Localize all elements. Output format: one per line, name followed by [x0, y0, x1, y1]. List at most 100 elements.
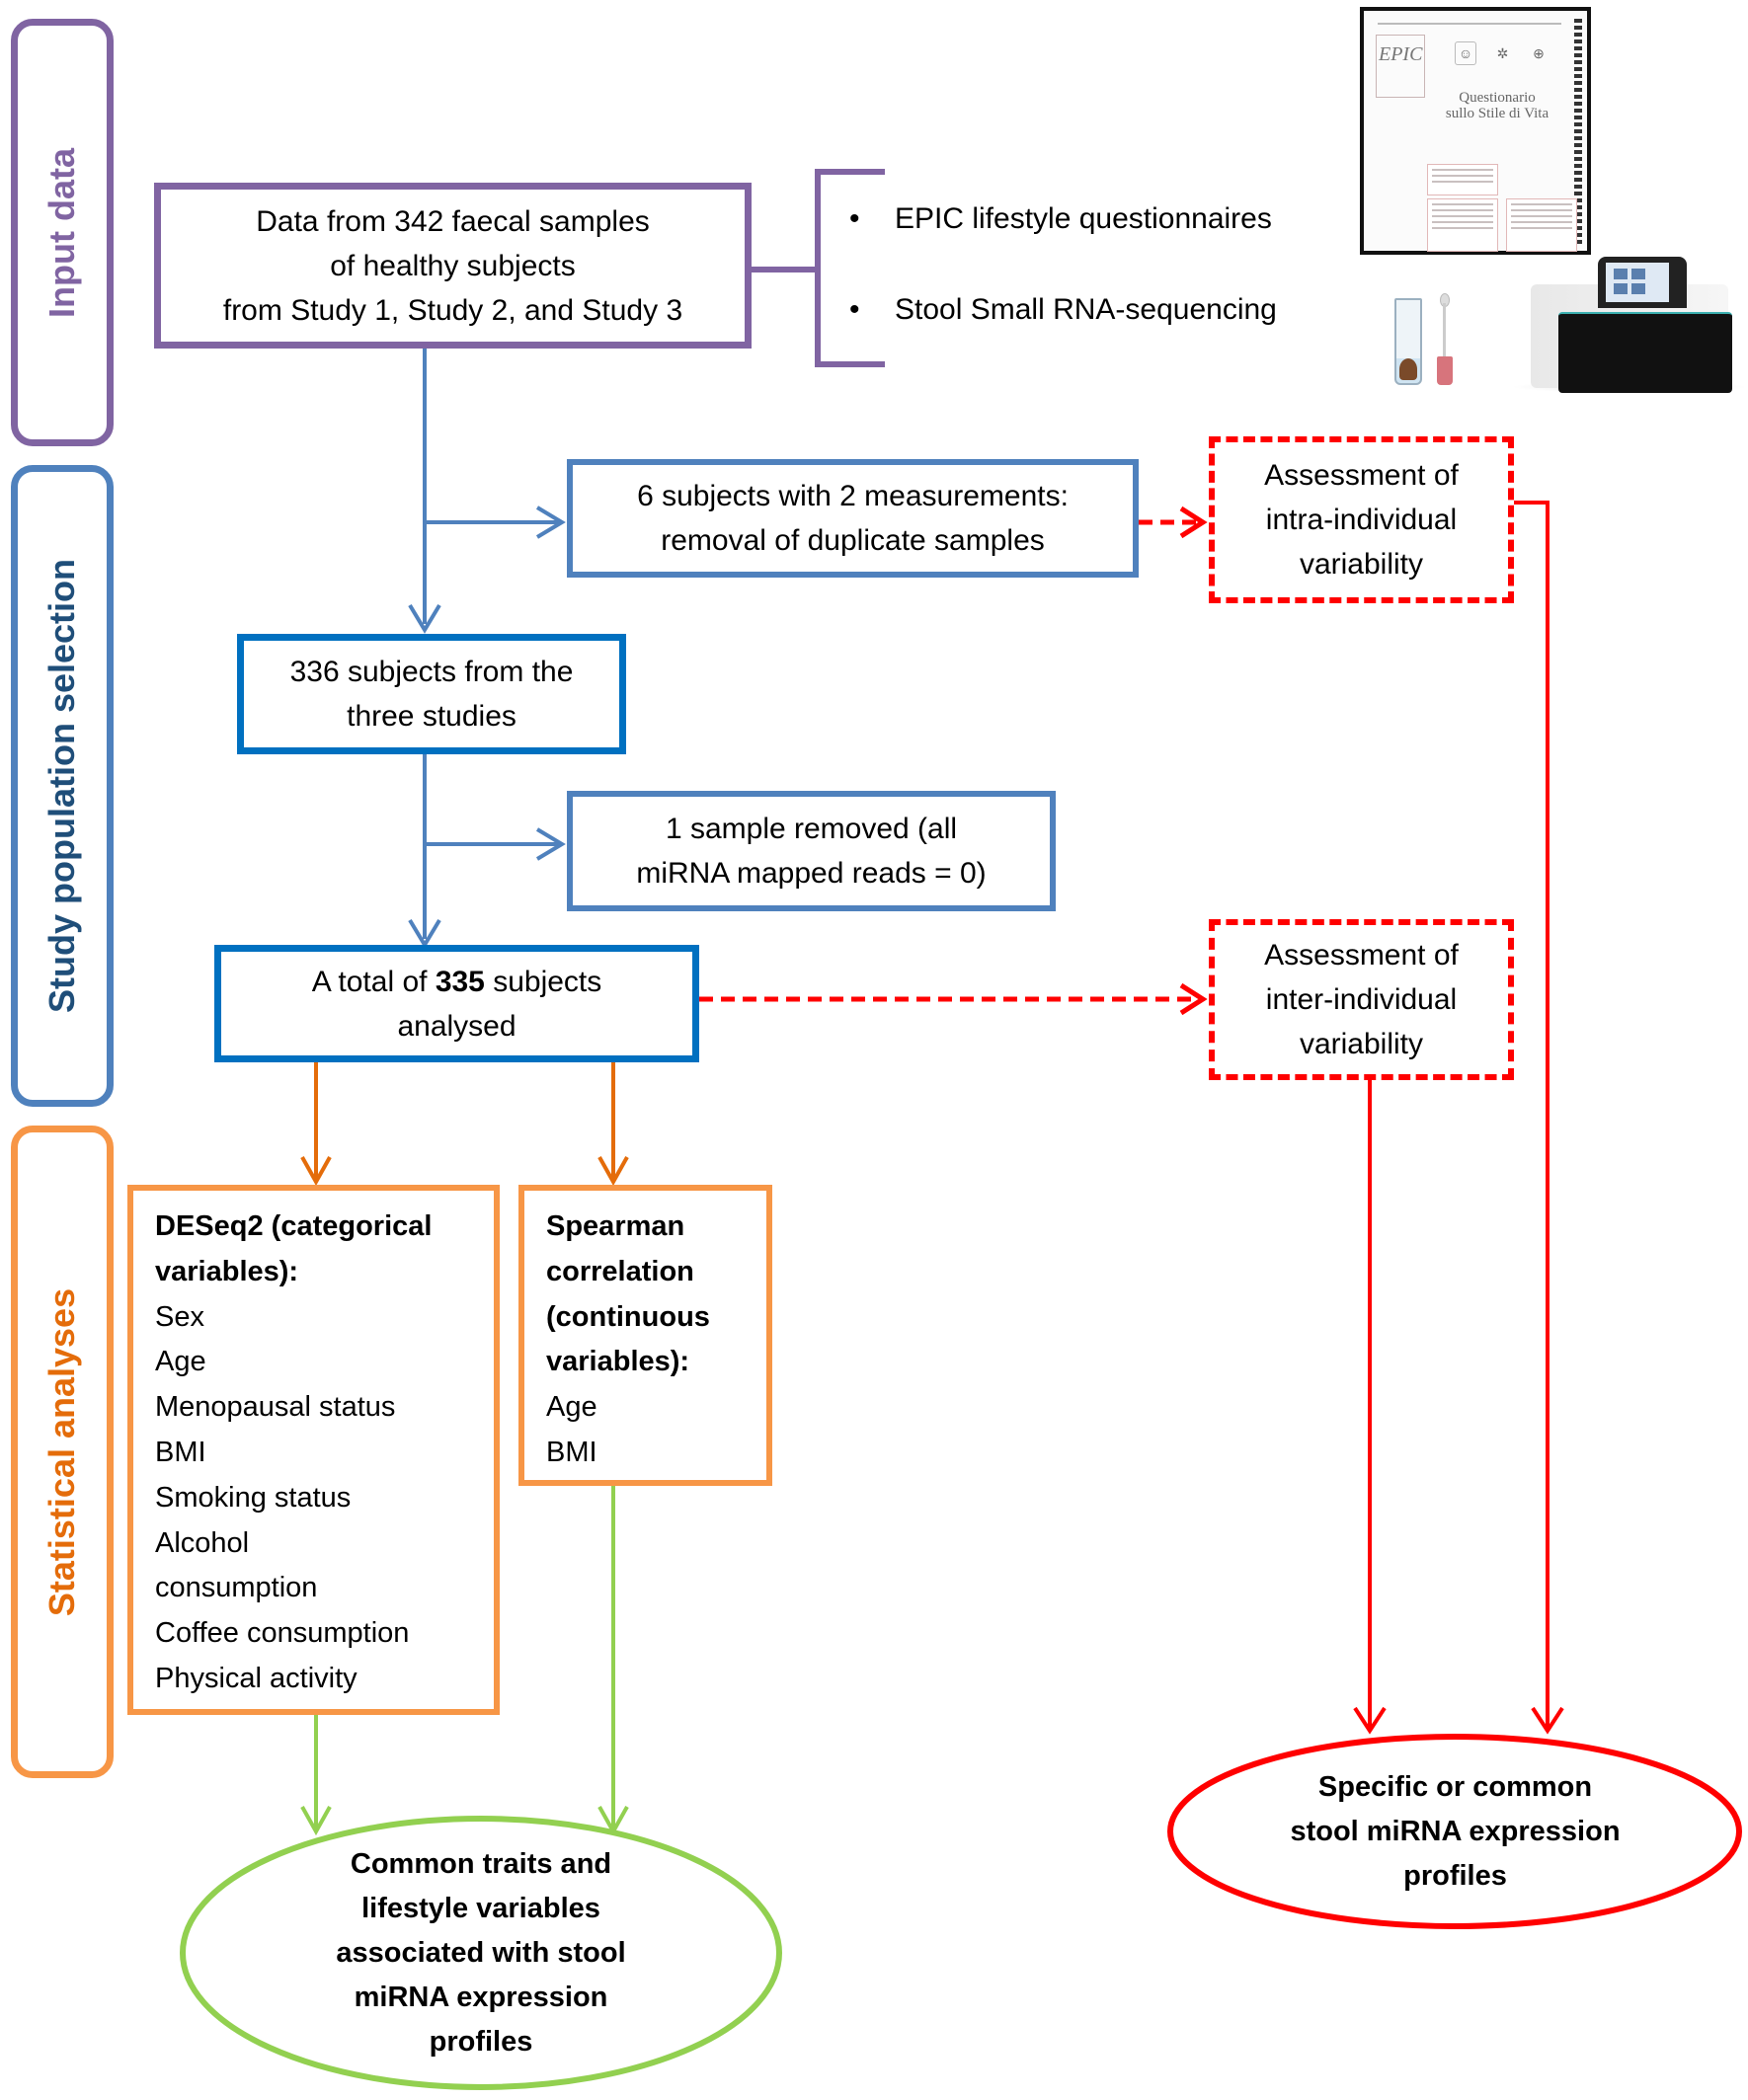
variable-item: Sex: [155, 1300, 204, 1333]
spearman-heading: variables):: [546, 1346, 690, 1378]
collection-spoon-icon: [1437, 293, 1453, 385]
data-source-item: • Stool Small RNA-sequencing: [849, 293, 1277, 327]
sources-bracket: [815, 169, 885, 367]
questionnaire-title-line: sullo Stile di Vita: [1445, 106, 1549, 121]
total-prefix: A total of: [311, 965, 436, 998]
stage-label-input: Input data: [41, 147, 82, 318]
stool-sample-icon: [1399, 358, 1417, 380]
variable-item: consumption: [155, 1572, 318, 1604]
box-line: 336 subjects from the: [289, 656, 574, 688]
stage-label-selection: Study population selection: [41, 558, 82, 1014]
variable-item: Age: [546, 1391, 597, 1424]
deseq2-heading: variables):: [155, 1255, 299, 1287]
variable-item: Menopausal status: [155, 1391, 396, 1424]
box-line: Assessment of: [1264, 459, 1459, 492]
deseq2-box: DESeq2 (categorical variables): Sex Age …: [127, 1185, 500, 1715]
sample-removed-box: 1 sample removed (all miRNA mapped reads…: [567, 791, 1056, 911]
inter-individual-variability-box: Assessment of inter-individual variabili…: [1209, 919, 1514, 1080]
variable-item: Alcohol: [155, 1526, 250, 1559]
green-outcome-text: Common traits and lifestyle variables as…: [181, 1816, 781, 2090]
box-line: A total of 335 subjects: [312, 960, 602, 1004]
duplicates-removal-box: 6 subjects with 2 measurements: removal …: [567, 459, 1139, 578]
input-data-line: from Study 1, Study 2, and Study 3: [222, 293, 683, 327]
box-line: miRNA mapped reads = 0): [636, 857, 987, 890]
arrowhead-intra: [1179, 506, 1208, 539]
address-block: [1506, 198, 1577, 252]
green-outcome-ellipse: [180, 1816, 782, 2090]
variable-item: Coffee consumption: [155, 1617, 410, 1650]
outcome-line: stool miRNA expression: [1290, 1816, 1621, 1847]
arrowhead-removed: [535, 827, 566, 861]
arrowhead-deseq: [300, 1156, 332, 1187]
stage-study-population-selection: Study population selection: [11, 465, 114, 1107]
deseq2-heading: DESeq2 (categorical: [155, 1210, 433, 1242]
partner-logos: ☺ ✲ ⊕: [1455, 35, 1549, 72]
eu-stars-logo-icon: ✲: [1496, 45, 1509, 61]
epic-logo-icon: EPIC: [1376, 35, 1425, 98]
variable-item: BMI: [155, 1436, 206, 1468]
spiral-binding-icon: [1574, 19, 1582, 247]
red-outcome-text: Specific or common stool miRNA expressio…: [1168, 1735, 1742, 1929]
arrowhead-inter-outcome: [1353, 1706, 1387, 1735]
total-suffix: subjects: [484, 965, 602, 998]
stage-input-data: Input data: [11, 19, 114, 446]
variable-item: BMI: [546, 1436, 597, 1468]
arrowhead-green-deseq: [300, 1806, 332, 1836]
box-line: 1 sample removed (all: [665, 813, 958, 845]
subjects-336-box: 336 subjects from the three studies: [237, 634, 626, 754]
outcome-line: Specific or common: [1317, 1771, 1593, 1803]
stage-statistical-analyses: Statistical analyses: [11, 1126, 114, 1778]
intra-individual-variability-box: Assessment of intra-individual variabili…: [1209, 436, 1514, 603]
arrowhead-spearman: [597, 1156, 629, 1187]
input-data-line: of healthy subjects: [330, 249, 576, 282]
epic-logo-text: EPIC: [1379, 43, 1423, 65]
total-count: 335: [435, 965, 485, 998]
intra-to-outcome-line: [1514, 501, 1549, 1728]
outcome-line: profiles: [429, 2025, 533, 2058]
spearman-heading: Spearman: [546, 1210, 685, 1242]
box-line: variability: [1299, 548, 1424, 581]
box-line: three studies: [347, 700, 516, 733]
box-line: 6 subjects with 2 measurements:: [637, 480, 1069, 512]
data-source-label: EPIC lifestyle questionnaires: [895, 202, 1272, 235]
bullet-icon: •: [849, 293, 860, 326]
red-outcome-ellipse: [1167, 1734, 1742, 1929]
iarc-logo-icon: ☺: [1455, 41, 1476, 65]
spearman-heading: correlation: [546, 1255, 694, 1287]
sequencer-icon: [1501, 255, 1748, 395]
subjects-335-box: A total of 335 subjects analysed: [214, 945, 699, 1062]
outcome-line: Common traits and: [350, 1847, 612, 1880]
questionnaire-title: Questionario sullo Stile di Vita: [1423, 90, 1571, 121]
outcome-line: miRNA expression: [354, 1981, 608, 2013]
questionnaire-icon: EPIC ☺ ✲ ⊕ Questionario sullo Stile di V…: [1360, 7, 1591, 255]
data-source-label: Stool Small RNA-sequencing: [895, 293, 1277, 326]
address-block: [1427, 164, 1498, 195]
spearman-box: Spearman correlation (continuous variabl…: [518, 1185, 772, 1486]
spearman-heading: (continuous: [546, 1300, 710, 1333]
data-source-item: • EPIC lifestyle questionnaires: [849, 202, 1272, 236]
input-data-line: Data from 342 faecal samples: [256, 204, 650, 238]
box-line: analysed: [397, 1009, 516, 1043]
arrowhead-inter: [1179, 982, 1208, 1016]
variable-item: Smoking status: [155, 1481, 352, 1514]
outcome-line: profiles: [1403, 1860, 1507, 1892]
stool-tube-icon: [1394, 298, 1422, 385]
variable-item: Age: [155, 1346, 206, 1378]
stage-label-analysis: Statistical analyses: [41, 1287, 82, 1616]
arrowhead-336: [408, 603, 441, 634]
questionnaire-title-line: Questionario: [1459, 90, 1536, 106]
arrowhead-intra-outcome: [1531, 1706, 1564, 1735]
who-logo-icon: ⊕: [1533, 45, 1545, 61]
input-data-box: Data from 342 faecal samples of healthy …: [154, 183, 752, 349]
box-line: intra-individual: [1265, 504, 1458, 536]
box-line: variability: [1299, 1028, 1424, 1060]
box-line: inter-individual: [1265, 983, 1458, 1016]
box-line: removal of duplicate samples: [661, 524, 1045, 557]
bullet-icon: •: [849, 202, 860, 235]
arrowhead-duplicates: [535, 506, 566, 539]
variable-item: Physical activity: [155, 1662, 358, 1694]
box-line: Assessment of: [1264, 939, 1459, 972]
questionnaire-rule: [1378, 23, 1561, 25]
